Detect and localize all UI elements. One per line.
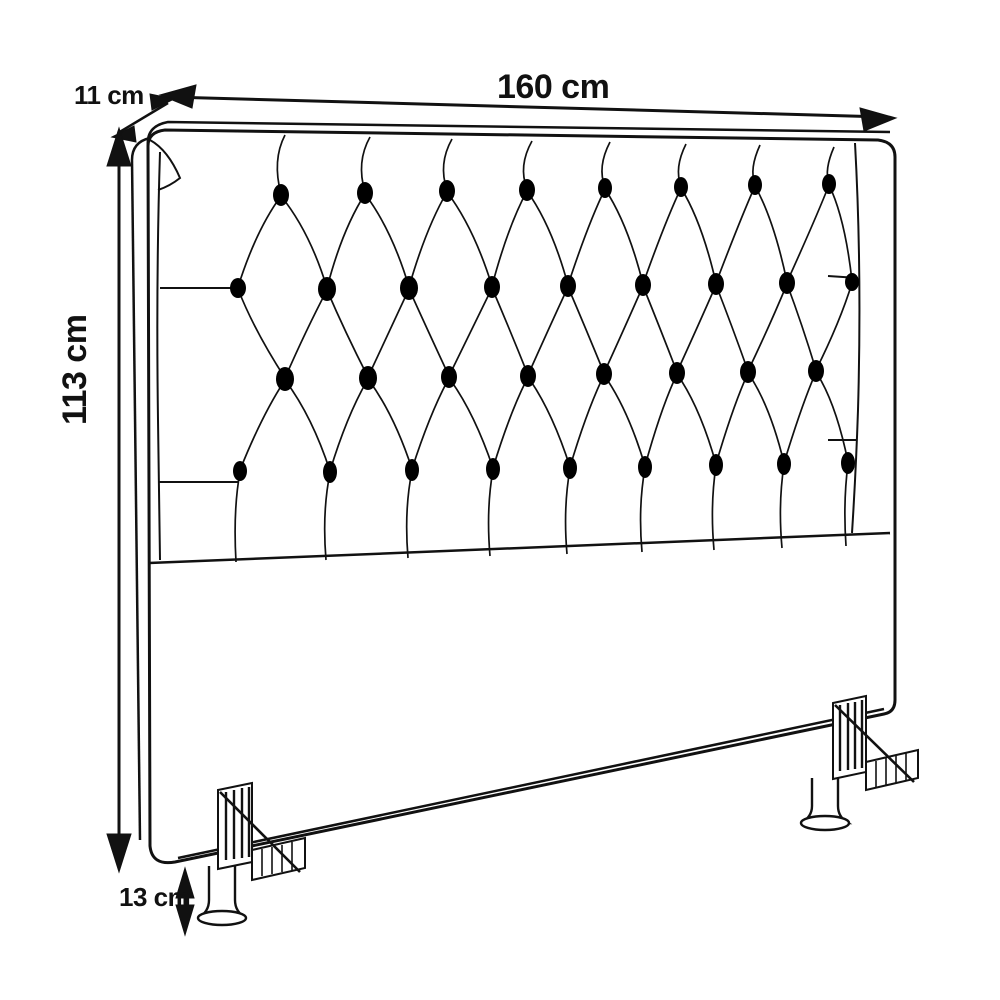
tuft-button [357, 182, 373, 204]
left-leg-base [196, 909, 248, 927]
right-mounting-assembly [799, 694, 919, 832]
headboard-front-panel [146, 128, 897, 865]
headboard-outline [130, 120, 897, 865]
leg-height-dimension-label: 13 cm [119, 882, 191, 912]
tuft-button [486, 458, 500, 480]
tuft-button [841, 452, 855, 474]
right-leg-base [799, 814, 851, 832]
tuft-button [273, 184, 289, 206]
tuft-button [441, 366, 457, 388]
headboard-left-depth-edge [130, 136, 151, 161]
height-dimension-label: 113 cm [56, 314, 94, 425]
right-border-panel-edge [851, 142, 861, 534]
tuft-button [520, 365, 536, 387]
left-side-vertical [130, 159, 142, 841]
tuft-button [596, 363, 612, 385]
tuft-button [779, 272, 795, 294]
tuft-button [740, 361, 756, 383]
tuft-button [484, 276, 500, 298]
tuft-button [405, 459, 419, 481]
corner-fold-detail [149, 139, 182, 191]
left-mounting-assembly [196, 781, 306, 927]
tuft-button [230, 278, 246, 298]
left-bracket-brace [219, 791, 301, 873]
height-dimension-line [106, 126, 132, 874]
dimension-annotations [106, 84, 898, 937]
tuft-button [748, 175, 762, 195]
tufting-buttons [230, 174, 859, 483]
tuft-button [400, 276, 418, 300]
depth-dimension-label: 11 cm [74, 80, 144, 110]
tuft-button [359, 366, 377, 390]
tuft-button [560, 275, 576, 297]
tuft-button [808, 360, 824, 382]
leg-height-dimension-line [175, 866, 195, 937]
tuft-button [669, 362, 685, 384]
tuft-button [845, 273, 859, 291]
width-dimension-label: 160 cm [497, 68, 610, 106]
right-bracket-flange [865, 748, 919, 792]
tuft-button [519, 179, 535, 201]
tuft-button [635, 274, 651, 296]
tuft-button [276, 367, 294, 391]
tuft-button [563, 457, 577, 479]
tuft-button [777, 453, 791, 475]
tuft-button [318, 277, 336, 301]
tuft-button [598, 178, 612, 198]
tufted-section-bottom-edge [148, 531, 891, 565]
left-border-panel-edge [156, 151, 161, 561]
tuft-button [709, 454, 723, 476]
width-dimension-line [158, 84, 898, 132]
right-bracket-brace [834, 704, 915, 783]
skirt-bottom-inner-rail [177, 707, 885, 860]
tuft-button [323, 461, 337, 483]
tuft-button [674, 177, 688, 197]
depth-dimension-line [110, 93, 176, 143]
tuft-button [439, 180, 455, 202]
tuft-button [822, 174, 836, 194]
tufting-seams [234, 134, 853, 563]
tuft-button [708, 273, 724, 295]
tuft-button [638, 456, 652, 478]
tuft-button [233, 461, 247, 481]
headboard-top-depth-edge [146, 120, 891, 147]
